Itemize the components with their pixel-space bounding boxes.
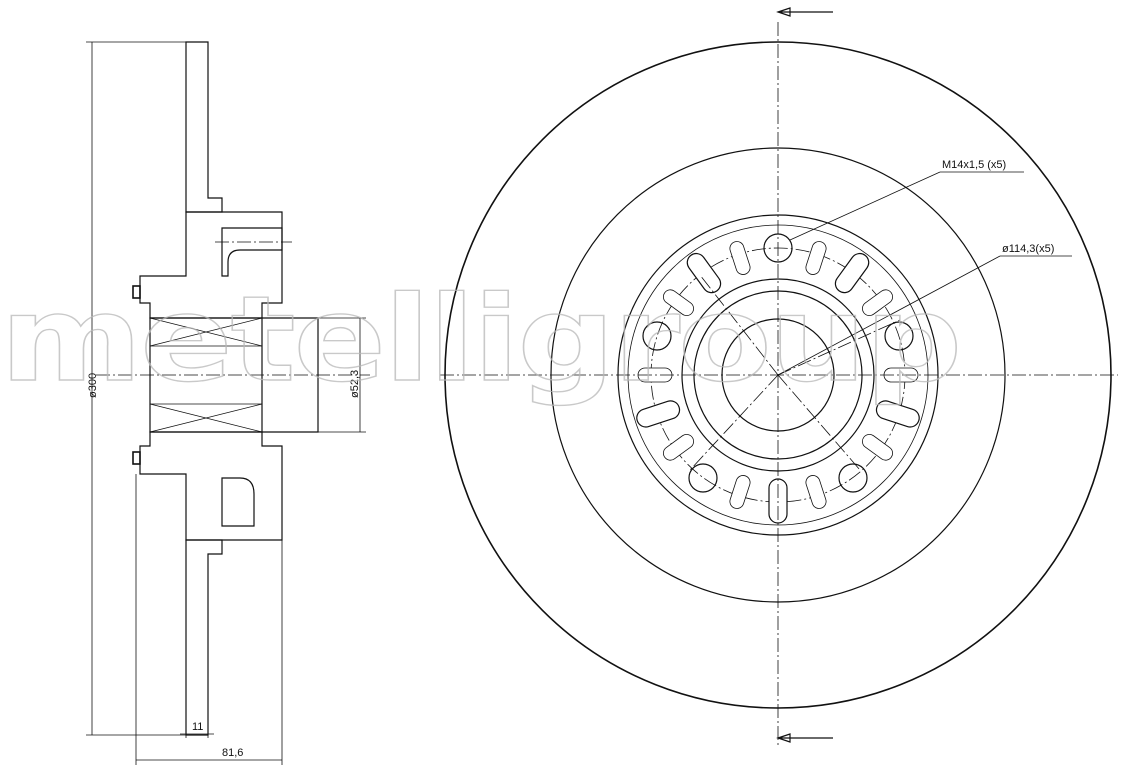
bolt-hole-upper — [221, 227, 283, 277]
side-section-view: ø300 ø52,3 11 81,6 — [86, 41, 370, 765]
hub-body-lower — [139, 431, 283, 541]
bearing-race-line — [149, 403, 263, 433]
disc-flange-section-lower — [185, 539, 223, 736]
dim-overall-height: 81,6 — [222, 747, 243, 759]
seal-upper — [132, 285, 141, 299]
front-view: M14x1,5 (x5) ø114,3(x5) — [440, 7, 1118, 748]
dim-center-bore: ø52,3 — [349, 370, 361, 398]
bolt-hole — [838, 463, 868, 493]
disc-flange-section — [185, 41, 223, 213]
radial-centerline — [777, 319, 901, 376]
bearing-race-line — [149, 317, 263, 347]
leader-bolt-circle — [777, 255, 1001, 376]
radial-centerline — [777, 374, 861, 471]
section-arrow-top — [776, 7, 833, 17]
bolt-hole — [884, 321, 914, 351]
dim-overall-diameter: ø300 — [87, 373, 99, 398]
label-thread-spec: M14x1,5 (x5) — [942, 159, 1006, 171]
bolt-hole-lower — [221, 477, 255, 527]
bolt-hole — [642, 321, 672, 351]
bolt-hole — [688, 463, 718, 493]
leader-thread — [789, 171, 941, 241]
seal-lower — [132, 451, 141, 465]
dim-disc-thickness: 11 — [192, 721, 203, 733]
label-bolt-circle: ø114,3(x5) — [1002, 243, 1054, 255]
radial-centerline — [699, 274, 779, 376]
watermark-text: metelligroup — [0, 270, 960, 408]
section-arrow-bottom — [776, 733, 833, 743]
hub-slots-secondary — [637, 241, 919, 509]
